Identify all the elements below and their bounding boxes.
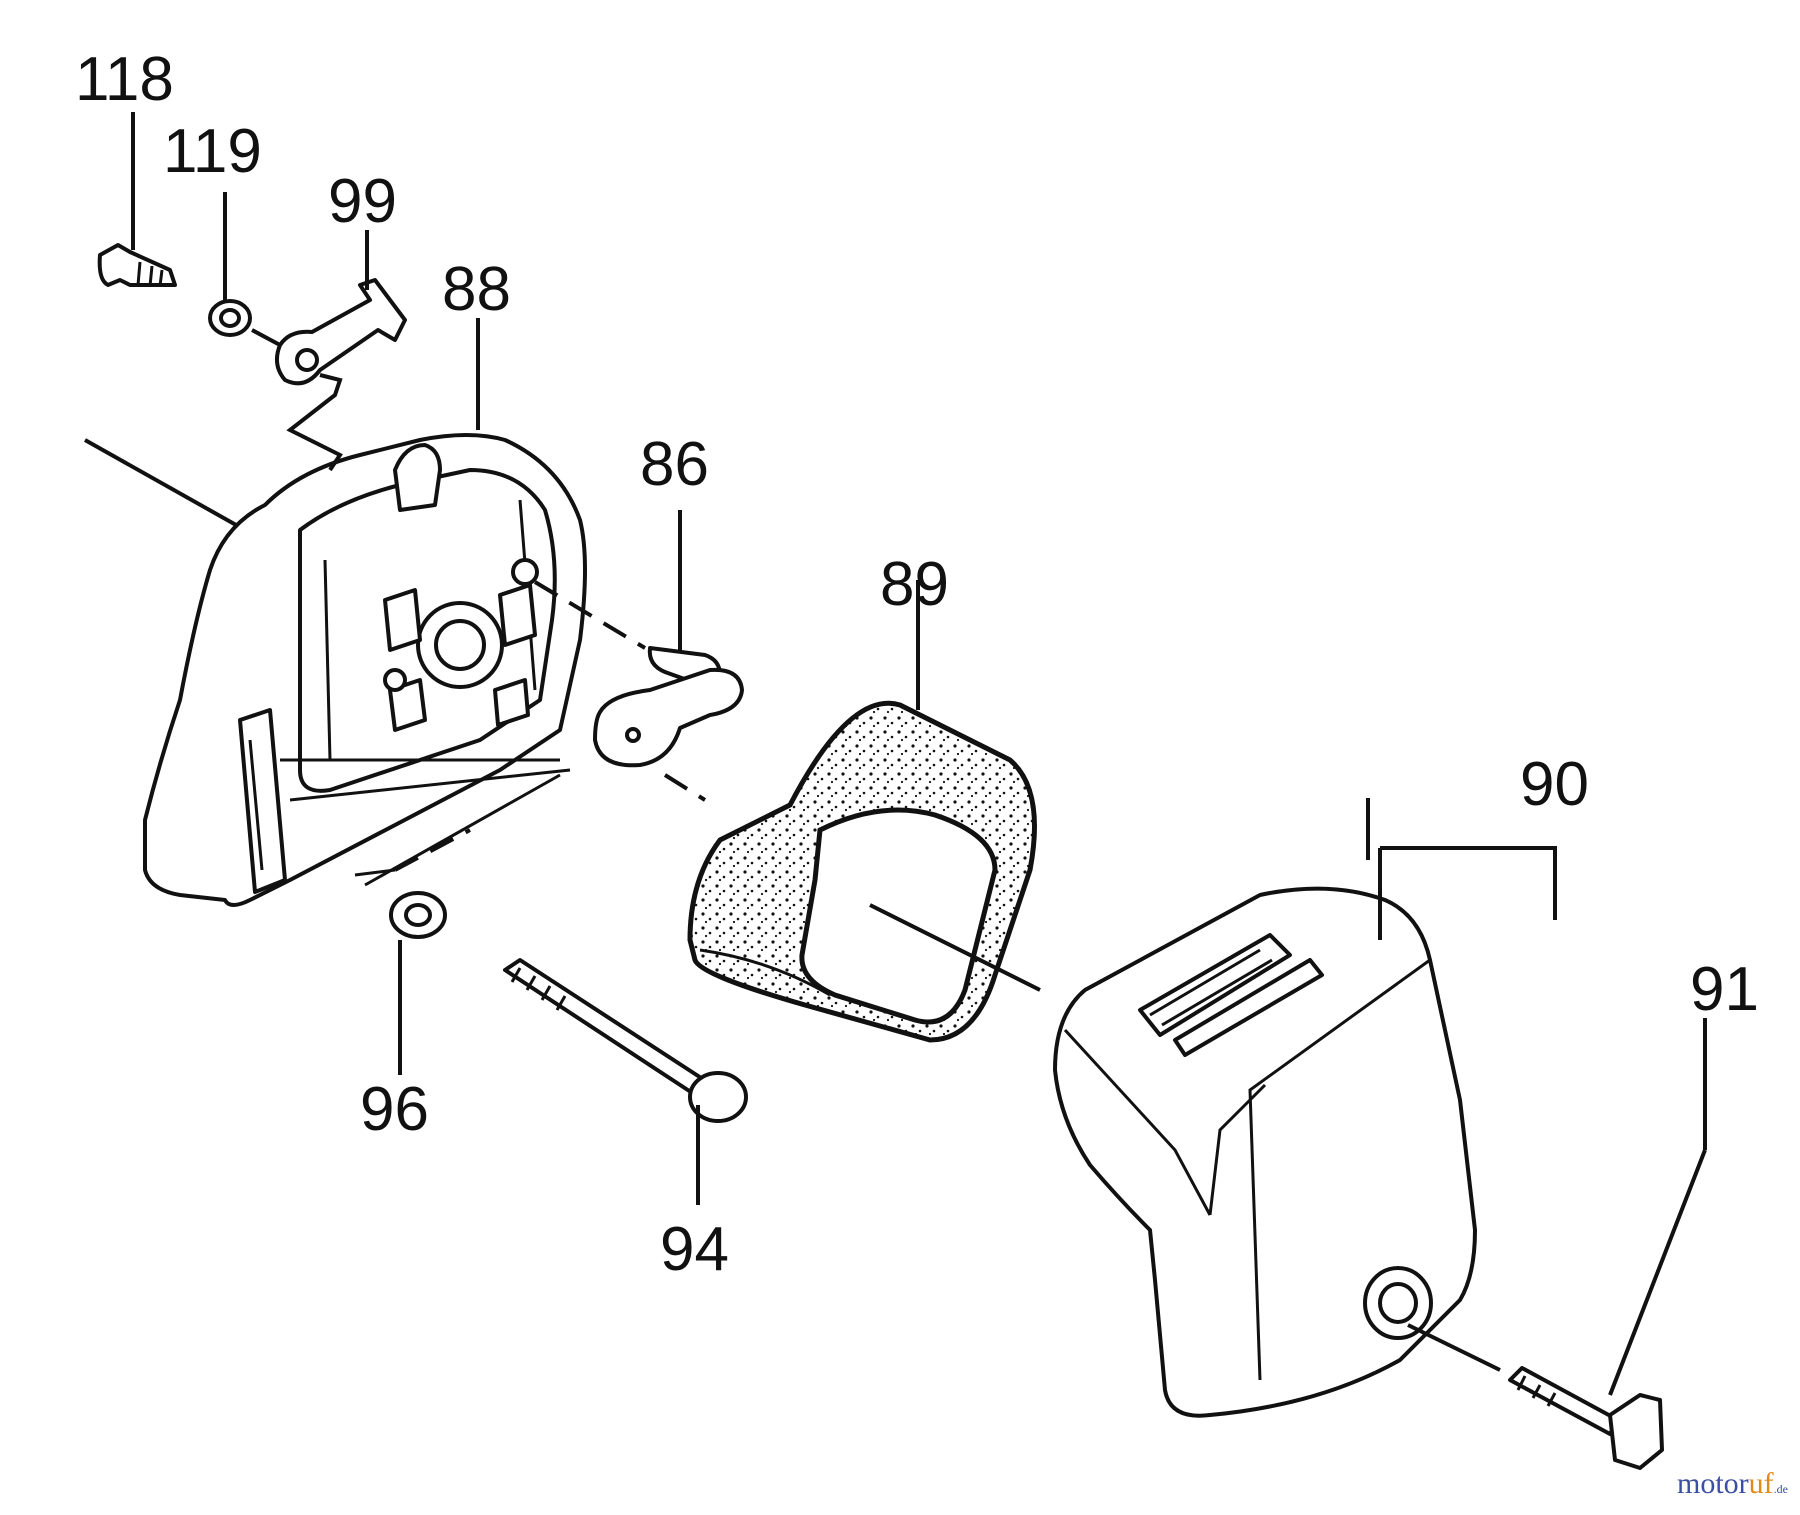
callout-99: 99 <box>328 167 397 236</box>
leader-line-99-to-88 <box>286 373 343 472</box>
part-86-choke-lever <box>533 510 744 802</box>
part-94-bolt <box>503 958 748 1205</box>
part-91-knob-screw <box>1407 1018 1707 1470</box>
watermark-accent: uf <box>1748 1467 1774 1500</box>
part-118-screw <box>97 112 177 287</box>
callout-89: 89 <box>880 550 949 619</box>
callout-86: 86 <box>640 430 709 499</box>
leader-line-119-to-99 <box>251 328 281 347</box>
part-88-filter-base <box>84 433 587 907</box>
callout-119: 119 <box>163 117 262 186</box>
callout-94: 94 <box>660 1215 729 1284</box>
callout-88: 88 <box>442 255 511 324</box>
leader-line-86-axis <box>533 580 647 650</box>
leader-line-91-diag <box>1608 1149 1707 1396</box>
leader-line-86-lower <box>663 773 707 802</box>
bracket-line-90 <box>1380 846 1557 920</box>
brand-watermark: motoruf.de <box>1677 1467 1788 1501</box>
part-89-foam-filter <box>687 580 1041 1043</box>
leader-line-89-axis <box>869 903 1041 992</box>
part-99-lever <box>274 230 407 472</box>
callout-90: 90 <box>1520 750 1589 819</box>
part-96-nut <box>389 891 447 1075</box>
leader-line-91-axis <box>1407 1323 1501 1372</box>
callout-96: 96 <box>360 1075 429 1144</box>
watermark-main: motor <box>1677 1467 1749 1500</box>
callout-118: 118 <box>75 45 174 114</box>
watermark-suffix: .de <box>1773 1482 1788 1496</box>
callout-91: 91 <box>1690 955 1759 1024</box>
leader-line-88-left <box>84 438 246 532</box>
part-119-washer <box>208 192 281 347</box>
part-90-filter-cover <box>1053 798 1557 1418</box>
